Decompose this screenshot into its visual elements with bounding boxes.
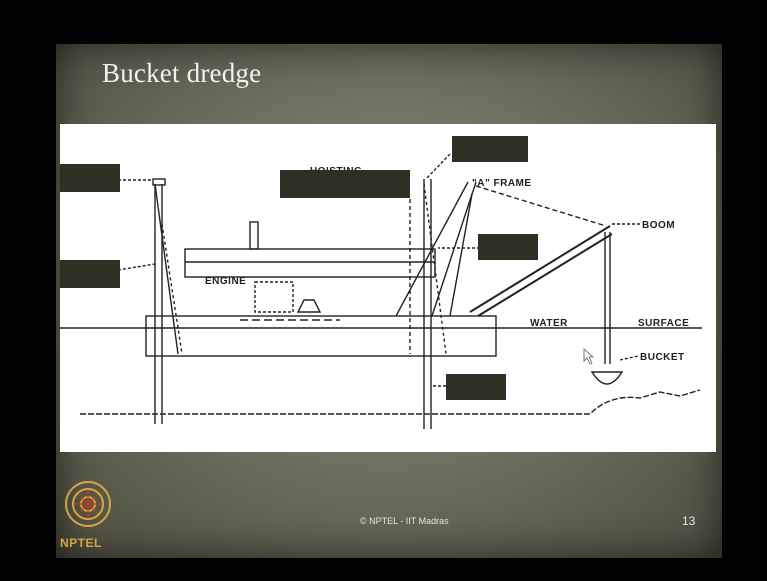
diagram-panel: HOISTING "A" FRAME BOOM ENGINE WATER SUR… (60, 124, 716, 452)
deck-house (184, 248, 436, 278)
nptel-logo-icon (65, 481, 111, 527)
page-number: 13 (682, 514, 696, 528)
redaction-box-3 (280, 170, 410, 198)
hull (145, 315, 497, 357)
redaction-box-5 (478, 234, 538, 260)
engine-block (254, 281, 294, 313)
label-engine: ENGINE (205, 276, 246, 287)
footer-copyright: © NPTEL - IIT Madras (360, 516, 449, 526)
slide-title: Bucket dredge (102, 58, 262, 88)
mouse-cursor-icon (583, 348, 595, 365)
redaction-box-4 (452, 136, 528, 162)
redaction-box-2 (60, 260, 120, 288)
stack (249, 221, 259, 250)
sea-bed (80, 389, 701, 415)
a-frame (395, 181, 469, 317)
label-surface: SURFACE (638, 318, 689, 329)
redaction-box-6 (446, 374, 506, 400)
bucket-dredge-diagram: HOISTING "A" FRAME BOOM ENGINE WATER SUR… (60, 136, 702, 429)
label-bucket: BUCKET (640, 352, 685, 363)
nptel-logo-text: NPTEL (60, 536, 102, 550)
redaction-box-1 (60, 164, 120, 192)
boom (469, 225, 611, 313)
bucket (590, 371, 624, 385)
label-boom: BOOM (642, 220, 675, 231)
label-water: WATER (530, 318, 568, 329)
label-a-frame: "A" FRAME (472, 178, 532, 189)
